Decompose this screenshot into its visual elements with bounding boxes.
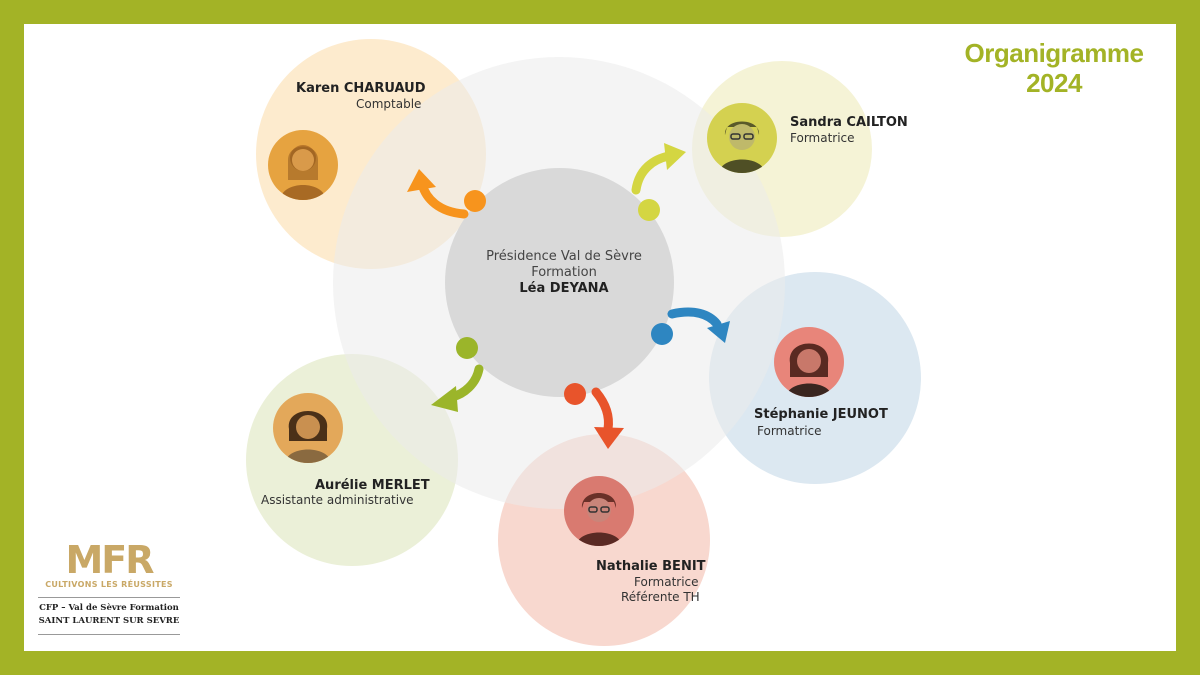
sandra-role: Formatrice: [790, 131, 855, 145]
mfr-logo: MFR CULTIVONS LES RÉUSSITES CFP – Val de…: [34, 540, 184, 639]
arrows-layer: [407, 143, 730, 449]
logo-divider-bottom: [38, 634, 180, 635]
dot-yellow: [638, 199, 660, 221]
arrow-orange-head: [407, 169, 436, 192]
aurelie-role: Assistante administrative: [261, 493, 414, 507]
arrow-red: [591, 387, 613, 434]
arrow-yellow-head: [664, 143, 686, 170]
logo-divider-top: [38, 597, 180, 598]
logo-tagline: CULTIVONS LES RÉUSSITES: [45, 580, 173, 589]
title-line-1: Organigramme: [964, 38, 1144, 68]
aurelie-name: Aurélie MERLET: [315, 478, 430, 493]
stephanie-name: Stéphanie JEUNOT: [754, 407, 888, 422]
aurelie-avatar: [273, 393, 343, 463]
karen-role: Comptable: [356, 97, 422, 111]
logo-line-1: CFP – Val de Sèvre Formation: [39, 603, 179, 613]
center-label: Présidence Val de Sèvre Formation Léa DE…: [444, 249, 684, 297]
karen-avatar: [268, 130, 338, 200]
page-title: Organigramme 2024: [944, 38, 1164, 98]
arrow-green-head: [431, 386, 458, 412]
nathalie-name: Nathalie BENIT: [596, 559, 706, 574]
stephanie-avatar: [774, 327, 844, 397]
logo-line-2: SAINT LAURENT SUR SEVRE: [38, 616, 180, 626]
arrow-orange: [417, 179, 469, 219]
nathalie-role-2: Référente TH: [621, 590, 700, 604]
arrow-red-head: [594, 427, 624, 449]
nathalie-role: Formatrice: [634, 575, 699, 589]
sandra-avatar: [707, 103, 777, 173]
dot-red: [564, 383, 586, 405]
logo-brand: MFR: [65, 538, 154, 582]
nathalie-avatar: [564, 476, 634, 546]
sandra-name: Sandra CAILTON: [790, 115, 908, 130]
arrow-blue: [667, 307, 722, 329]
center-line-1: Présidence Val de Sèvre: [486, 249, 642, 264]
center-name: Léa DEYANA: [519, 281, 609, 296]
slide: Organigramme 2024 Présidence Val de Sèvr…: [24, 24, 1176, 651]
stephanie-role: Formatrice: [757, 424, 822, 438]
center-line-2: Formation: [531, 265, 597, 280]
dot-blue: [651, 323, 673, 345]
dot-green: [456, 337, 478, 359]
arrow-yellow: [631, 151, 674, 195]
title-line-2: 2024: [1026, 68, 1082, 98]
dot-orange: [464, 190, 486, 212]
arrow-blue-head: [707, 321, 730, 343]
karen-name: Karen CHARUAUD: [296, 81, 426, 96]
